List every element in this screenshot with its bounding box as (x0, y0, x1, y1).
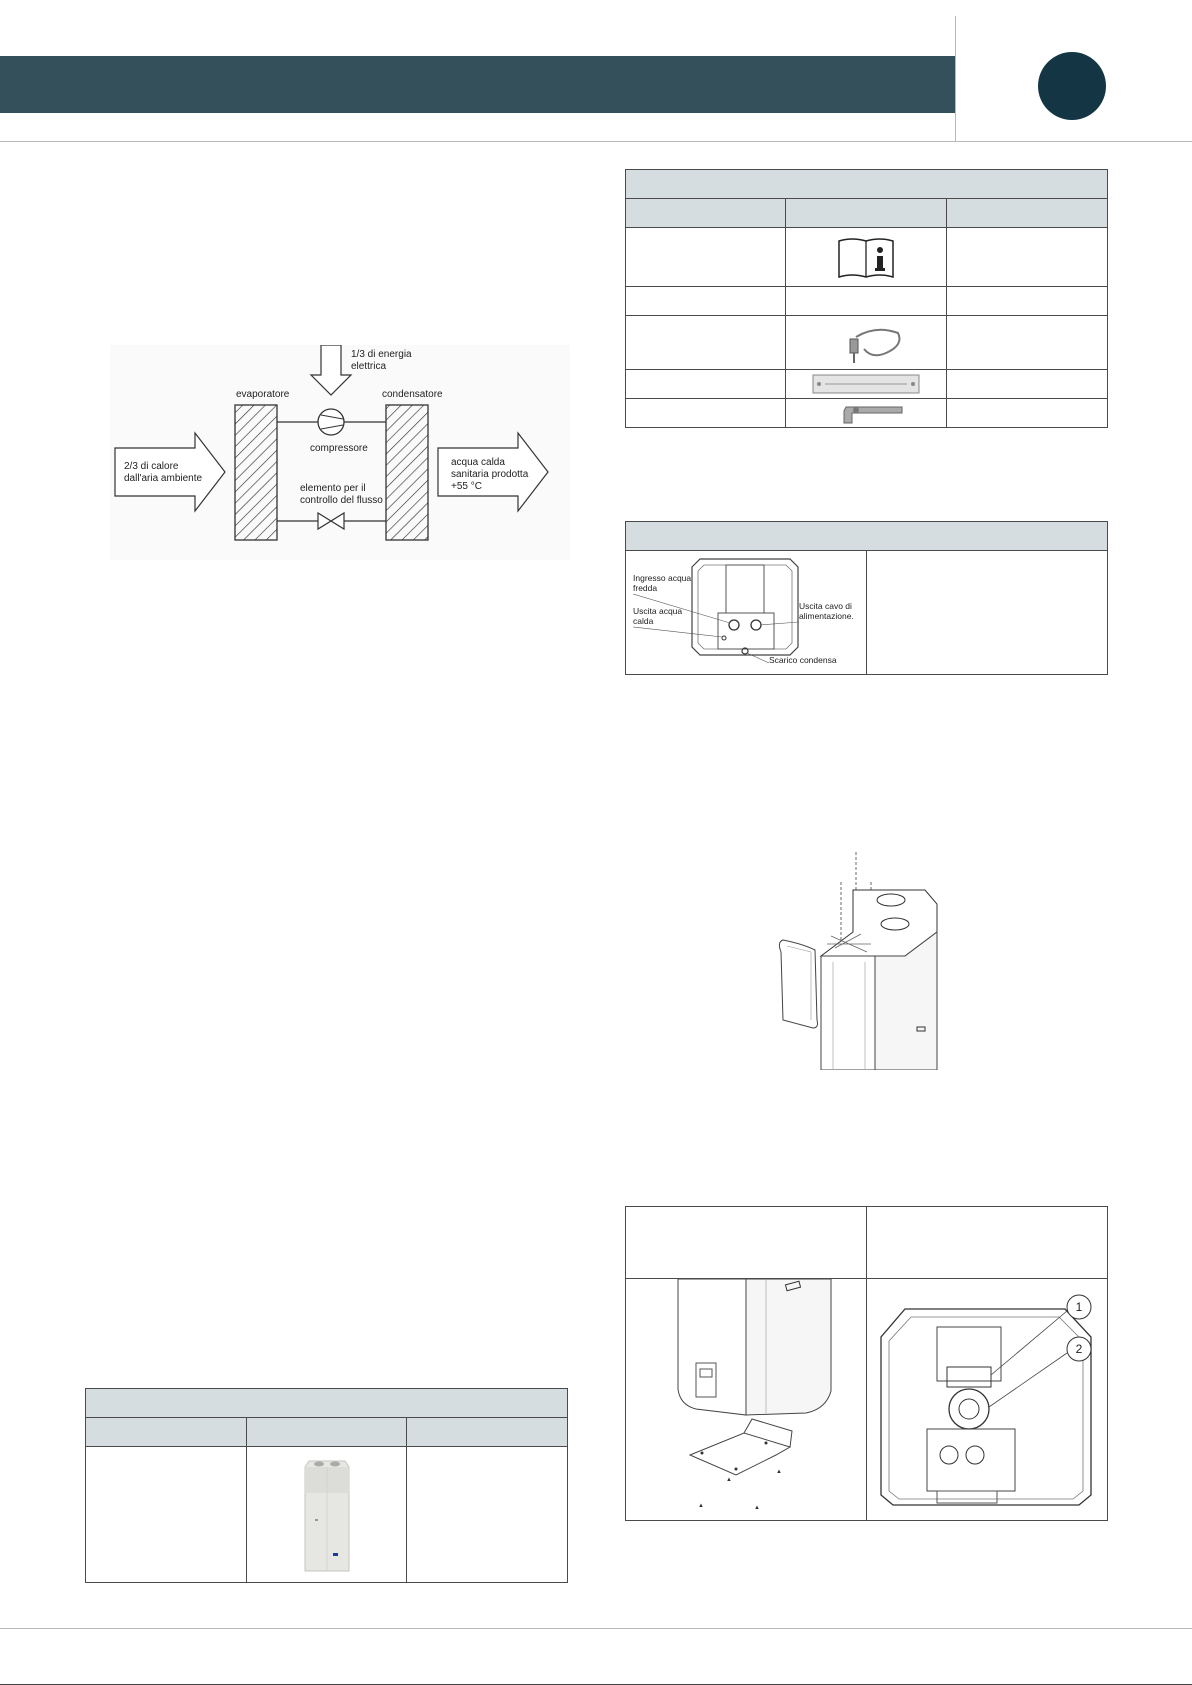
table-cell (625, 1206, 867, 1279)
cable-label-2: alimentazione. (799, 611, 854, 621)
heat-pump-diagram: 1/3 di energia elettrica evaporatore con… (110, 345, 570, 560)
chapter-badge (1038, 52, 1106, 120)
ambient-heat-arrow (114, 431, 226, 513)
evaporator-block (234, 404, 278, 541)
cold-in-label-1: Ingresso acqua (633, 573, 691, 583)
energy-label-1: 1/3 di energia (351, 349, 412, 360)
table-cell (625, 315, 786, 370)
table-title-cell (84, 1388, 569, 1418)
table-title-cell (624, 169, 1109, 199)
header-divider (955, 16, 956, 142)
svg-text:▲: ▲ (698, 1503, 704, 1509)
sensor-cable-image (849, 328, 901, 363)
evaporator-label: evaporatore (236, 389, 290, 400)
flow-label-2: controllo del flusso (300, 495, 383, 506)
detail-figure-cell: 1 2 (866, 1278, 1108, 1521)
heating-element-image (843, 406, 903, 424)
column-header (405, 1417, 569, 1447)
table-cell (945, 369, 1109, 399)
table-cell (945, 286, 1109, 316)
flow-label-1: elemento per il (300, 483, 366, 494)
column-header (85, 1417, 247, 1447)
header-band (0, 56, 956, 113)
manual-info-icon (838, 238, 894, 279)
callout-2: 2 (1076, 1342, 1083, 1356)
table-cell (785, 227, 947, 287)
table-cell (785, 369, 947, 399)
compressor-label: compressore (310, 443, 368, 454)
svg-text:▲: ▲ (776, 1469, 782, 1475)
energy-arrow (309, 345, 353, 396)
bracket-image (812, 374, 920, 394)
product-image-cell (246, 1446, 407, 1583)
table-cell (625, 398, 786, 428)
connections-figure-cell: Ingresso acqua fredda Uscita acqua calda… (625, 550, 867, 675)
column-header (945, 198, 1109, 228)
callout-1: 1 (1076, 1300, 1083, 1314)
header-rule (0, 141, 1192, 142)
table-cell (785, 315, 947, 370)
compressor-symbol (317, 408, 345, 436)
table-cell (866, 1206, 1108, 1279)
installation-figures-table: ▲ ▲ ▲ ▲ 1 2 (625, 1206, 1108, 1521)
hot-water-arrow (437, 431, 549, 513)
output-label-1: acqua calda (451, 457, 505, 468)
table-cell (945, 315, 1109, 370)
svg-text:▲: ▲ (726, 1477, 732, 1483)
table-cell (625, 369, 786, 399)
svg-text:▲: ▲ (754, 1505, 760, 1511)
connections-figure: Ingresso acqua fredda Uscita acqua calda… (632, 558, 854, 665)
column-header (246, 1417, 407, 1447)
column-header (785, 198, 947, 228)
cold-in-label-2: fredda (633, 583, 657, 593)
table-cell (405, 1446, 569, 1583)
internal-detail-drawing: 1 2 (880, 1294, 1092, 1506)
table-cell (866, 550, 1108, 675)
energy-label-2: elettrica (351, 361, 386, 372)
flow-valve-symbol (317, 511, 345, 531)
ambient-label-1: 2/3 di calore (124, 461, 179, 472)
table-title-cell (625, 521, 1108, 551)
ambient-label-2: dall'aria ambiente (124, 473, 203, 484)
base-plate-figure-cell: ▲ ▲ ▲ ▲ (625, 1278, 867, 1521)
footer-rule (0, 1628, 1192, 1629)
cable-label-1: Uscita cavo di (799, 601, 852, 611)
product-table (84, 1388, 569, 1583)
heat-pump-unit-image (304, 1460, 349, 1571)
connections-table: Ingresso acqua fredda Uscita acqua calda… (625, 521, 1108, 675)
column-header (625, 198, 786, 228)
condenser-block (385, 404, 429, 541)
hot-out-label-2: calda (633, 616, 654, 626)
unit-top-cover-drawing (778, 852, 938, 1070)
table-cell (785, 398, 947, 428)
package-contents-table (624, 169, 1109, 428)
table-cell (625, 286, 786, 316)
output-label-3: +55 °C (451, 481, 482, 492)
table-cell (945, 398, 1109, 428)
output-label-2: sanitaria prodotta (451, 469, 529, 480)
condenser-label: condensatore (382, 389, 443, 400)
table-cell (785, 286, 947, 316)
table-cell (625, 227, 786, 287)
table-cell (85, 1446, 247, 1583)
hot-out-label-1: Uscita acqua (633, 606, 682, 616)
table-cell (945, 227, 1109, 287)
base-plate-drawing: ▲ ▲ ▲ ▲ (677, 1279, 832, 1511)
drain-label: Scarico condensa (769, 655, 837, 665)
